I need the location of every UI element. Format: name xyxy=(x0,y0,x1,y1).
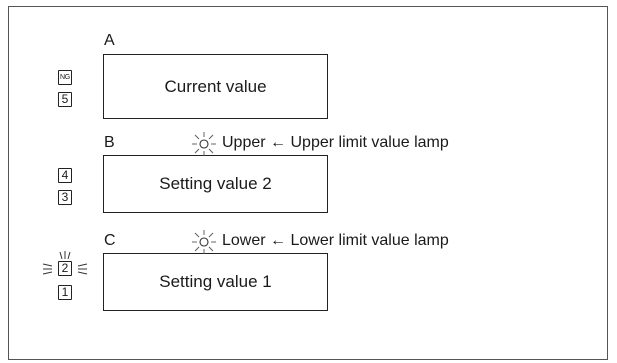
key-1[interactable]: 1 xyxy=(58,285,72,300)
key-2[interactable]: 2 xyxy=(58,261,72,276)
upper-lamp-annotation: Upper ← Upper limit value lamp xyxy=(222,134,449,152)
display-b-letter: B xyxy=(104,134,115,151)
upper-lamp-arrow: ← xyxy=(270,134,287,151)
setting-value-2-label: Setting value 2 xyxy=(159,174,272,193)
key-5[interactable]: 5 xyxy=(58,92,72,107)
setting-value-1-label: Setting value 1 xyxy=(159,272,272,291)
lower-lamp-arrow: ← xyxy=(270,232,287,249)
setting-value-1-display: Setting value 1 xyxy=(103,253,328,311)
lower-lamp-annotation: Lower ← Lower limit value lamp xyxy=(222,232,449,250)
upper-lamp-icon xyxy=(192,132,216,156)
display-c-letter: C xyxy=(104,232,116,249)
lower-lamp-icon xyxy=(192,230,216,254)
current-value-display: Current value xyxy=(103,54,328,119)
key-4[interactable]: 4 xyxy=(58,168,72,183)
current-value-label: Current value xyxy=(164,76,267,96)
key-3[interactable]: 3 xyxy=(58,190,72,205)
display-a-letter: A xyxy=(104,32,115,49)
upper-lamp-name: Upper xyxy=(222,134,266,151)
upper-lamp-description: Upper limit value lamp xyxy=(290,134,449,151)
lower-lamp-description: Lower limit value lamp xyxy=(290,232,449,249)
lower-lamp-name: Lower xyxy=(222,232,266,249)
setting-value-2-display: Setting value 2 xyxy=(103,155,328,213)
ng-key[interactable]: NG xyxy=(58,70,72,85)
key-2-glow-icon xyxy=(42,251,88,275)
